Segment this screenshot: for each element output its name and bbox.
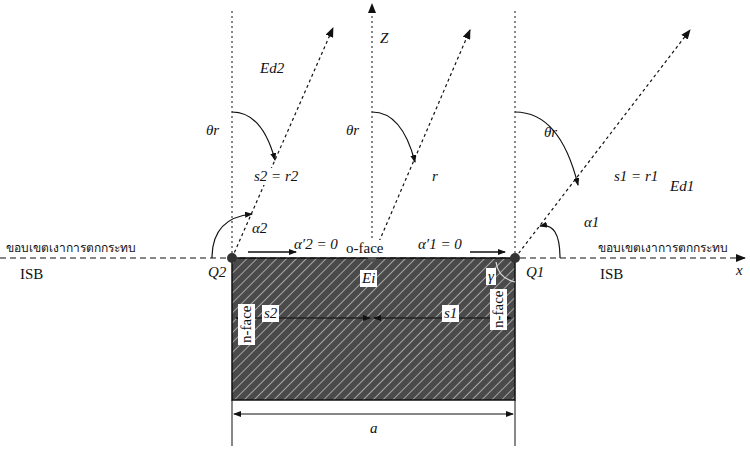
diagram-label: n-face	[238, 304, 255, 345]
diagram-label: Ei	[360, 270, 377, 287]
diagram-label: γ	[486, 268, 496, 285]
diagram-label: θr	[204, 122, 221, 139]
diagram-label: ขอบเขตเงาการตกกระทบ	[4, 242, 138, 255]
diagram-label: Ed2	[258, 60, 286, 77]
diagram-label: Z	[378, 30, 390, 47]
diagram-label: s1	[442, 305, 459, 322]
diagram-label: r	[430, 168, 440, 185]
diagram-label: Q1	[524, 264, 546, 281]
diagram-label: Ed1	[668, 178, 696, 195]
diagram-label: α′2 = 0	[292, 236, 340, 253]
diagram-label: α′1 = 0	[416, 236, 464, 253]
diagram-label: ISB	[18, 266, 45, 283]
diagram-label: ขอบเขตเงาการตกกระทบ	[596, 242, 730, 255]
diagram-label: s2 = r2	[252, 168, 300, 185]
diagram-label: x	[734, 262, 745, 279]
diagram-label: o-face	[344, 240, 385, 257]
diagram-label: α1	[582, 214, 601, 231]
diagram-label: s1 = r1	[612, 168, 660, 185]
diagram-label: θr	[542, 124, 559, 141]
diagram-label: a	[368, 420, 380, 437]
diagram-label: θr	[344, 122, 361, 139]
diagram-label: n-face	[490, 289, 507, 330]
diagram-label: s2	[262, 305, 279, 322]
diagram-label: Q2	[206, 264, 228, 281]
diagram-label: α2	[250, 220, 269, 237]
diagram-label: ISB	[598, 266, 625, 283]
